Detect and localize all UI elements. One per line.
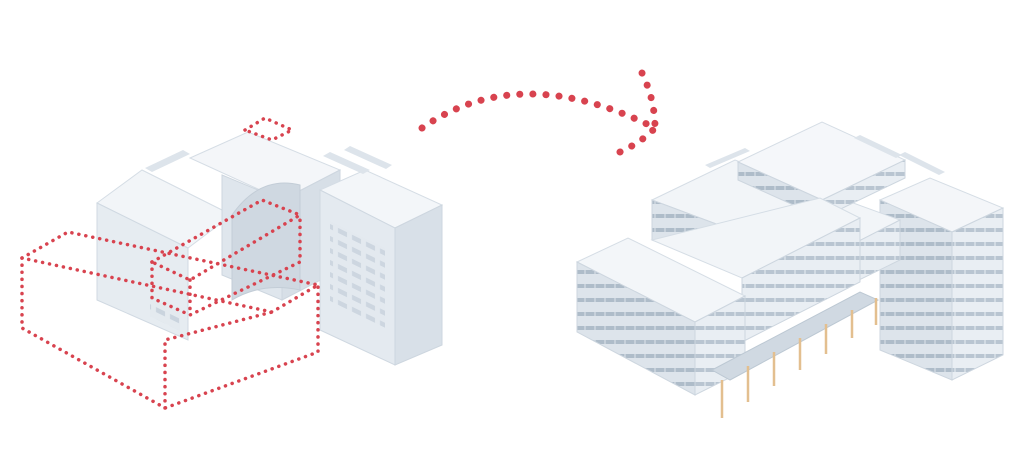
existing-left-wing xyxy=(96,169,233,341)
arrow-head-lower xyxy=(616,124,659,156)
demolition-outline xyxy=(17,116,323,410)
outline-upper-box-top xyxy=(148,198,304,282)
existing-right-tower-right xyxy=(394,204,443,366)
roof-vent-right xyxy=(323,152,370,174)
new-roof-vent-left xyxy=(705,148,750,168)
new-right-tower-right xyxy=(951,207,1004,381)
new-canopy xyxy=(710,291,880,418)
arrow-curve xyxy=(418,90,659,132)
roof-vent-left xyxy=(145,150,190,172)
existing-right-tower-windows xyxy=(330,220,385,328)
outline-upper-box-front xyxy=(150,213,302,317)
roof-vent-right-2 xyxy=(344,146,392,169)
new-lower-block xyxy=(575,237,747,396)
existing-building xyxy=(96,131,444,366)
canopy-roof xyxy=(710,291,880,381)
existing-left-wing-windows xyxy=(150,298,180,331)
outline-roof-top xyxy=(240,116,297,142)
transformed-building xyxy=(575,121,1005,418)
new-right-tower xyxy=(878,177,1005,381)
existing-courtyard-wall xyxy=(231,182,301,301)
new-roof-vent-right-2 xyxy=(899,152,945,175)
arrow-head-upper xyxy=(638,69,659,132)
transformation-arrow xyxy=(418,69,659,156)
outline-lower-box-edge xyxy=(163,310,274,410)
existing-right-tower xyxy=(318,169,444,366)
new-roof-vent-right xyxy=(854,135,902,158)
